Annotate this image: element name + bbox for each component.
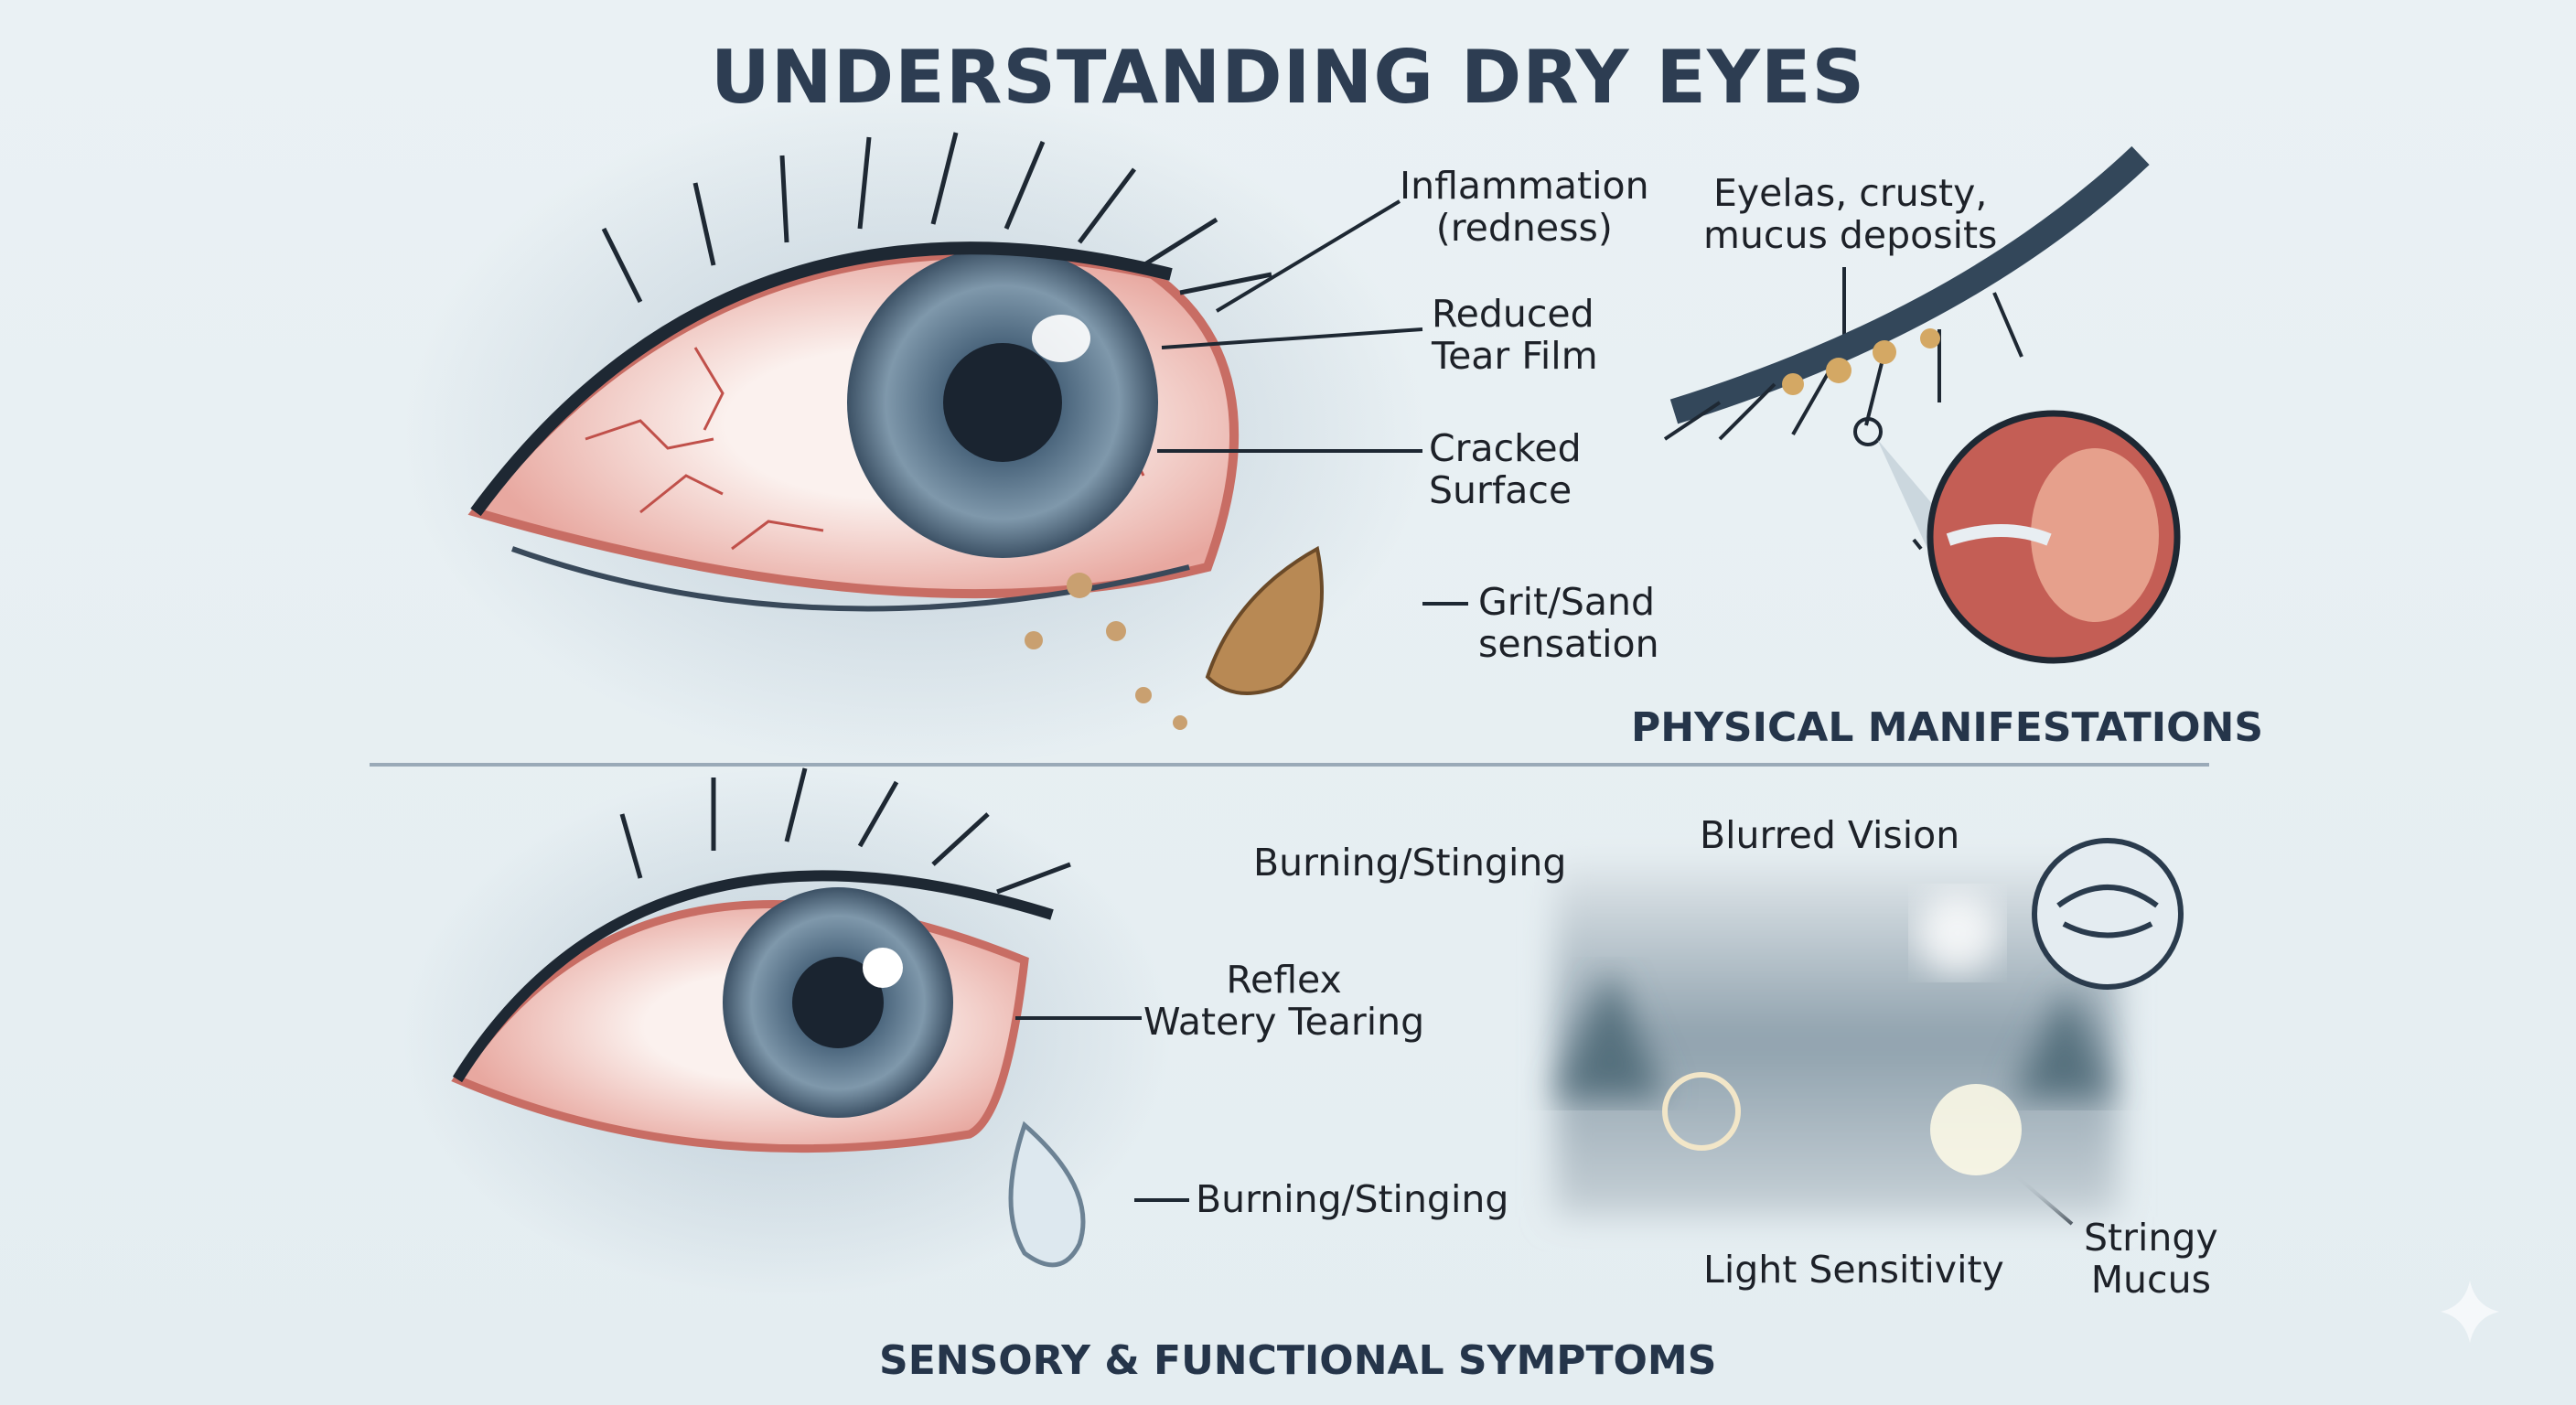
dry-eye-illustration (402, 91, 1427, 768)
label-burning-bottom: Burning/Stinging (1196, 1177, 1509, 1221)
watery-eye-illustration (402, 767, 1171, 1299)
label-blurred-vision: Blurred Vision (1700, 813, 1960, 857)
blurred-vision-scene (1555, 838, 2184, 1217)
sparkle-watermark-icon (2441, 1281, 2499, 1343)
label-eyelash-deposits: Eyelas, crusty,mucus deposits (1703, 171, 1998, 257)
leader-lines (1157, 199, 1923, 606)
physical-heading: PHYSICAL MANIFESTATIONS (1631, 704, 2264, 751)
label-burning-top: Burning/Stinging (1253, 841, 1567, 885)
sensory-heading: SENSORY & FUNCTIONAL SYMPTOMS (879, 1337, 1717, 1384)
page-title: UNDERSTANDING DRY EYES (710, 35, 1866, 120)
eyelash-crust-illustration (1663, 145, 2181, 664)
label-light-sensitivity: Light Sensitivity (1703, 1248, 2004, 1292)
eye-closed-icon (2032, 838, 2184, 990)
label-inflammation: Inflammation(redness) (1400, 164, 1649, 250)
